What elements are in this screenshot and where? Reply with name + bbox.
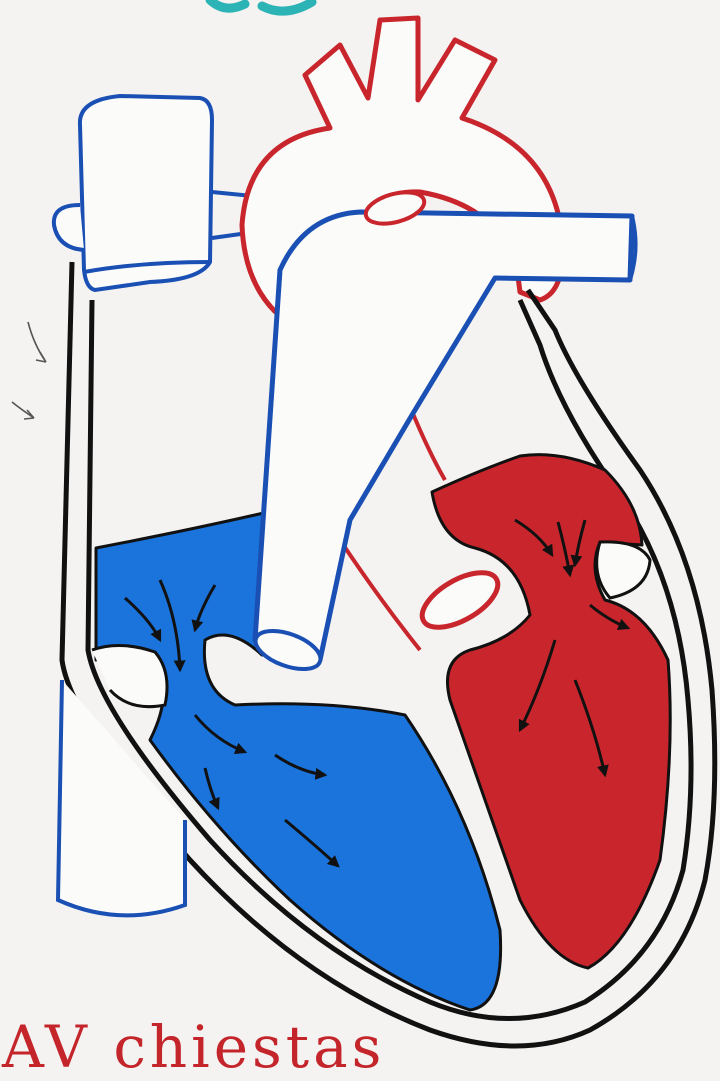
annotation-arrow-icon bbox=[12, 402, 34, 419]
superior-vena-cava bbox=[54, 96, 212, 290]
title-fragment bbox=[210, 0, 312, 11]
caption: AV chiestas bbox=[2, 1018, 385, 1076]
annotation-arrow-icon bbox=[28, 322, 46, 362]
annotation-arrows bbox=[12, 322, 46, 419]
